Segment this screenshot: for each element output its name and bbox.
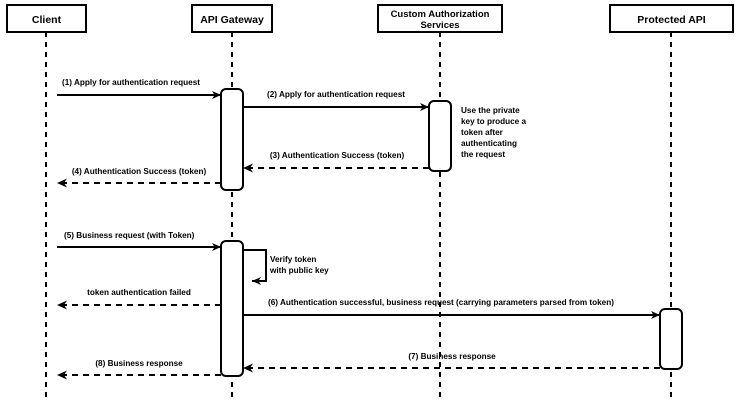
participant-label-api: Protected API [637, 14, 706, 26]
message-label-7: (7) Business response [408, 352, 496, 361]
note-line-5: the request [461, 150, 505, 159]
self-call-label-line-2: with public key [269, 266, 329, 275]
note-line-3: token after [461, 128, 504, 137]
message-label-3: (3) Authentication Success (token) [270, 151, 405, 160]
activation-bar-gateway-2 [220, 240, 244, 377]
message-label-fail: token authentication failed [87, 288, 191, 297]
self-call-group: Verify token with public key [243, 249, 329, 285]
message-label-1: (1) Apply for authentication request [62, 78, 200, 87]
note-line-2: key to produce a [461, 117, 527, 126]
message-label-8: (8) Business response [95, 359, 183, 368]
participant-api[interactable]: Protected API [609, 4, 734, 33]
activation-bar-api-3 [659, 308, 683, 370]
participant-boxes-group: Client API Gateway Custom AuthorizationSer… [6, 4, 734, 33]
participant-label-client: Client [32, 14, 62, 26]
participant-box-gateway[interactable] [191, 4, 273, 33]
activation-bars-group [220, 88, 683, 377]
messages-group: (1) Apply for authentication request (2) … [57, 78, 660, 380]
self-call-arrow [243, 249, 267, 285]
participant-box-auth[interactable] [377, 4, 503, 33]
participant-label-auth-line-1: Custom Authorization [391, 9, 490, 20]
note-line-1: Use the private [461, 106, 520, 115]
self-call-label-line-1: Verify token [270, 255, 316, 264]
participant-client[interactable]: Client [6, 4, 87, 33]
activation-bar-gateway-0 [220, 88, 244, 191]
participant-label-auth-line-2: Services [420, 20, 459, 31]
activation-bar-auth-1 [428, 100, 452, 172]
participant-gateway[interactable]: API Gateway [191, 4, 273, 33]
note-line-4: authenticating [461, 139, 517, 148]
message-label-2: (2) Apply for authentication request [267, 90, 405, 99]
participant-box-api[interactable] [609, 4, 734, 33]
participant-box-client[interactable] [6, 4, 87, 33]
message-label-5: (5) Business request (with Token) [64, 231, 195, 240]
note-group: Use the private key to produce a token aft… [461, 106, 527, 159]
participant-label-gateway: API Gateway [200, 14, 264, 26]
message-label-6: (6) Authentication successful, business … [268, 298, 614, 307]
message-label-4: (4) Authentication Success (token) [72, 167, 207, 176]
